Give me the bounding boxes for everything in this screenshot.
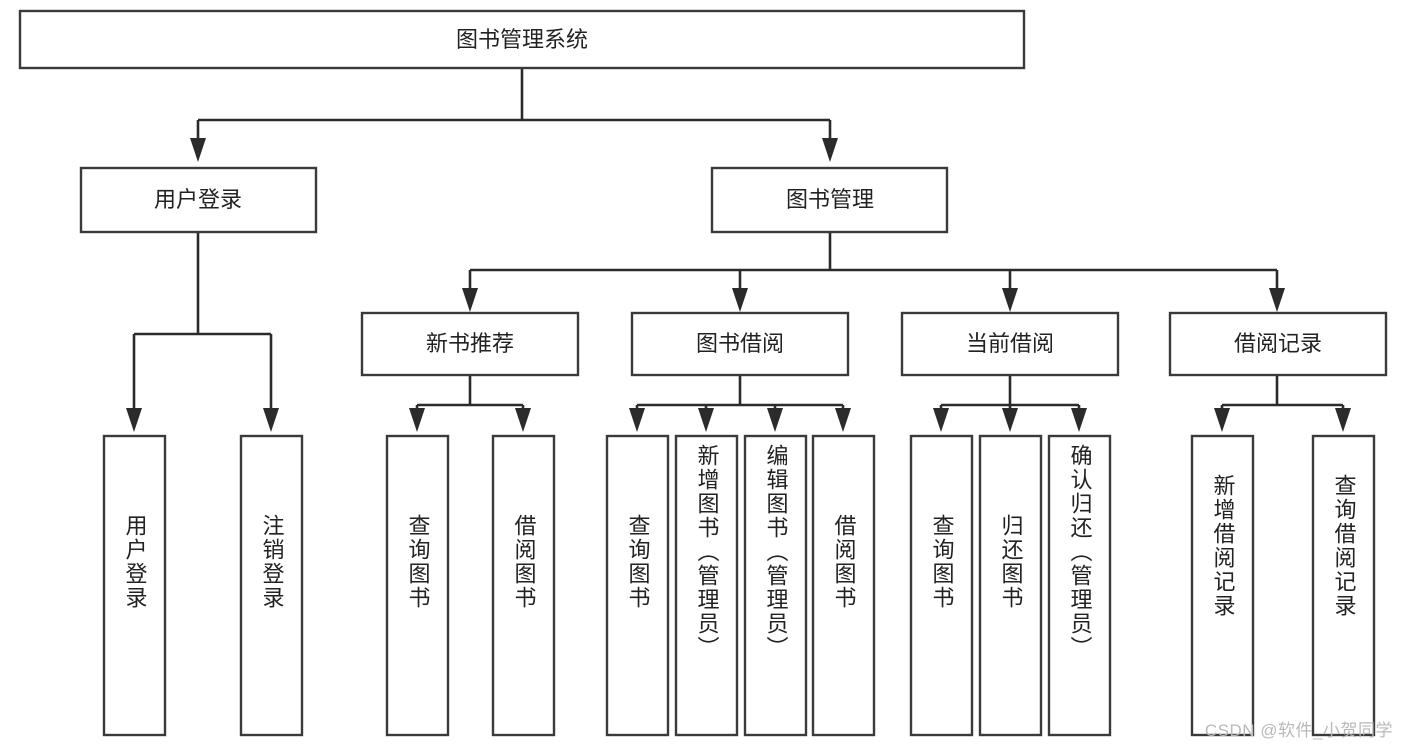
connector-group-new-book: [409, 375, 531, 432]
node-root-box[interactable]: [18, 9, 1026, 70]
node-current-borrow[interactable]: 当前借阅: [900, 311, 1120, 377]
connector-group-user-login: [126, 232, 279, 432]
node-book-borrow[interactable]: 图书借阅: [630, 311, 850, 377]
leaf-box-current-borrow-2[interactable]: [978, 434, 1043, 737]
connector-group-current-borrow: [933, 375, 1087, 432]
arrow-user-login-to-leaf1: [126, 408, 142, 432]
connector-group-book-borrow: [629, 375, 851, 432]
node-user-login-box[interactable]: [79, 166, 318, 234]
arrow-new-book-to-leaf2: [515, 408, 531, 432]
node-new-book-recommend-box[interactable]: [360, 311, 580, 377]
node-current-borrow-label: 当前借阅: [966, 331, 1054, 356]
leaf-box-user-login-2[interactable]: [239, 434, 304, 737]
arrow-current-borrow-to-leaf3: [1071, 408, 1087, 432]
leaf-boxes: [102, 434, 1376, 737]
node-user-login[interactable]: 用户登录: [79, 166, 318, 234]
leaf-box-book-borrow-3[interactable]: [743, 434, 808, 737]
leaf-box-new-book-1[interactable]: [385, 434, 450, 737]
leaf-box-book-borrow-4[interactable]: [811, 434, 876, 737]
leaf-box-borrow-record-2[interactable]: [1311, 434, 1376, 737]
node-book-mgmt[interactable]: 图书管理: [710, 166, 949, 234]
leaf-box-current-borrow-1[interactable]: [909, 434, 974, 737]
arrow-book-borrow-to-leaf1: [629, 408, 645, 432]
arrow-root-to-user-login: [190, 138, 206, 162]
connector-group-root: [190, 68, 838, 162]
arrow-book-borrow-to-leaf3: [767, 408, 783, 432]
arrow-borrow-record-to-leaf1: [1214, 408, 1230, 432]
connector-group-book-mgmt: [462, 232, 1285, 312]
watermark-text: CSDN @软件_小贺同学: [1204, 721, 1393, 740]
leaf-box-book-borrow-1[interactable]: [605, 434, 670, 737]
arrow-book-mgmt-to-current-borrow: [1002, 288, 1018, 312]
leaf-box-current-borrow-3[interactable]: [1047, 434, 1112, 737]
node-book-mgmt-label: 图书管理: [786, 187, 874, 212]
leaf-box-borrow-record-1[interactable]: [1190, 434, 1255, 737]
arrow-book-mgmt-to-new-book: [462, 288, 478, 312]
arrow-book-mgmt-to-borrow-record: [1269, 288, 1285, 312]
leaf-box-user-login-1[interactable]: [102, 434, 167, 737]
node-borrow-record-box[interactable]: [1168, 311, 1388, 377]
arrow-root-to-book-mgmt: [822, 138, 838, 162]
node-borrow-record[interactable]: 借阅记录: [1168, 311, 1388, 377]
connector-group-borrow-record: [1214, 375, 1351, 432]
node-borrow-record-label: 借阅记录: [1234, 331, 1322, 356]
arrow-user-login-to-leaf2: [263, 408, 279, 432]
node-new-book-recommend-label: 新书推荐: [426, 331, 514, 356]
node-new-book-recommend[interactable]: 新书推荐: [360, 311, 580, 377]
arrow-current-borrow-to-leaf1: [933, 408, 949, 432]
arrow-borrow-record-to-leaf2: [1335, 408, 1351, 432]
node-root-label: 图书管理系统: [456, 27, 588, 52]
arrow-current-borrow-to-leaf2: [1002, 408, 1018, 432]
node-root[interactable]: 图书管理系统: [18, 9, 1026, 70]
arrow-book-borrow-to-leaf4: [835, 408, 851, 432]
leaf-box-book-borrow-2[interactable]: [674, 434, 739, 737]
arrow-book-mgmt-to-book-borrow: [732, 288, 748, 312]
arrow-book-borrow-to-leaf2: [698, 408, 714, 432]
node-book-mgmt-box[interactable]: [710, 166, 949, 234]
node-book-borrow-box[interactable]: [630, 311, 850, 377]
node-user-login-label: 用户登录: [154, 187, 242, 212]
node-book-borrow-label: 图书借阅: [696, 331, 784, 356]
node-current-borrow-box[interactable]: [900, 311, 1120, 377]
leaf-box-new-book-2[interactable]: [491, 434, 556, 737]
arrow-new-book-to-leaf1: [409, 408, 425, 432]
